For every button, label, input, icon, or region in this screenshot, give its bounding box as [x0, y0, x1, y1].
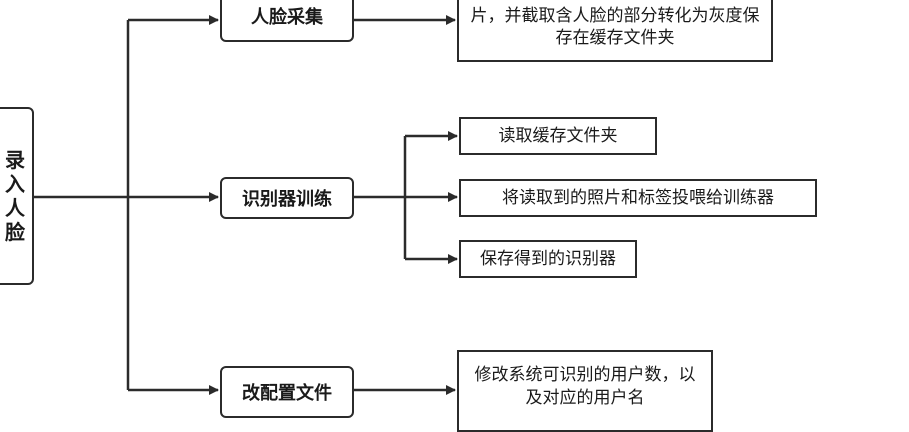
leaf-text: 将读取到的照片和标签投喂给训练器 [502, 187, 774, 208]
leaf-text: 保存得到的识别器 [480, 248, 616, 269]
root-char: 脸 [5, 220, 25, 244]
connector-lines [34, 15, 458, 395]
leaf-node-save-recognizer: 保存得到的识别器 [459, 240, 637, 278]
leaf-node-capture-detail: 从摄像头的视频流中提取一帧帧的图片，并截取含人脸的部分转化为灰度保存在缓存文件夹 [457, 0, 773, 62]
branch-node-recognizer-training: 识别器训练 [220, 177, 354, 219]
branch-label: 识别器训练 [242, 189, 332, 210]
branch-label: 人脸采集 [251, 7, 323, 28]
root-char: 入 [5, 172, 25, 196]
leaf-node-feed-trainer: 将读取到的照片和标签投喂给训练器 [459, 179, 817, 217]
branch-label: 改配置文件 [242, 383, 332, 404]
branch-node-face-capture: 人脸采集 [220, 0, 354, 42]
root-char: 录 [5, 148, 25, 172]
leaf-node-edit-users: 修改系统可识别的用户数，以及对应的用户名 [457, 350, 713, 432]
leaf-node-read-cache: 读取缓存文件夹 [459, 117, 657, 155]
branch-node-edit-config: 改配置文件 [220, 366, 354, 418]
root-node: 录 入 人 脸 [0, 107, 34, 285]
leaf-text: 从摄像头的视频流中提取一帧帧的图片，并截取含人脸的部分转化为灰度保存在缓存文件夹 [470, 0, 760, 49]
leaf-text: 修改系统可识别的用户数，以及对应的用户名 [474, 365, 696, 408]
root-char: 人 [5, 196, 25, 220]
leaf-text: 读取缓存文件夹 [498, 125, 618, 146]
